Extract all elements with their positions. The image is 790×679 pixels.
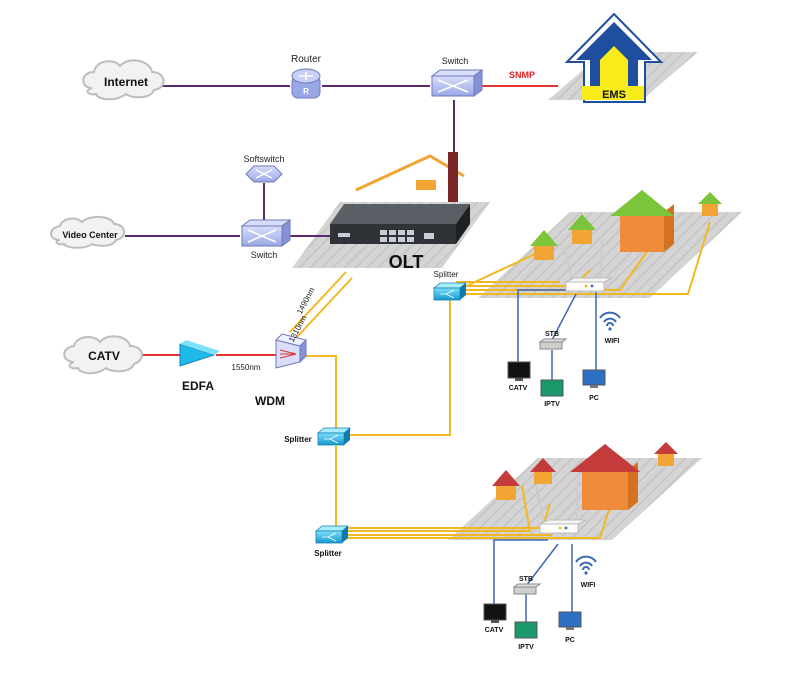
bottom-houses [492,442,678,510]
bottom-wifi-icon: WIFI [575,555,597,589]
house-icon [530,458,556,484]
bottom-catv-tv-icon: CATV [483,603,507,634]
ethernet-links [125,85,455,237]
softswitch-cross-icon [255,169,273,179]
customer-lan-links [493,289,597,622]
router-mark: R [303,87,309,96]
splitter-bottom-node: Splitter [314,525,350,558]
top-pc-label: PC [589,395,599,402]
softswitch-label: Softswitch [243,154,284,164]
router-node: Router R [291,54,322,99]
top-pc-monitor-icon: PC [582,369,606,402]
switch-mid-node: Switch [240,219,292,260]
switch-cross-icon [437,79,469,93]
wdm-label: WDM [255,394,285,408]
edfa-node: EDFA [179,340,220,393]
internet-cloud: Internet [82,59,165,101]
bottom-stb-label: STB [519,576,533,583]
bottom-stb-node: STB [512,576,542,595]
top-ont-router [563,239,613,292]
wdm-node: WDM [255,333,307,408]
video-center-cloud: Video Center [50,216,125,249]
splitter-mid-icon [324,434,339,444]
bottom-pc-monitor-icon: PC [558,611,582,644]
catv-cloud-label: CATV [88,349,120,363]
bottom-customer-platform [448,458,702,540]
splitter-bottom-label: Splitter [314,549,342,558]
splitter-mid-node: Splitter [284,427,352,446]
top-houses [530,190,722,260]
house-icon [530,230,558,260]
splitter-mid-label: Splitter [284,435,312,444]
top-iptv-label: IPTV [544,401,560,408]
splitter-top-node: Splitter [432,270,468,301]
house-icon [570,444,640,510]
switch-top-node: Switch [430,56,484,97]
wdm-coupler-icon [279,349,297,359]
switch-mid-label: Switch [251,250,278,260]
bottom-ont-router [535,477,587,534]
snmp-label: SNMP [509,70,535,80]
top-wifi-label: WIFI [605,338,620,345]
house-icon [654,442,678,466]
catv-cloud: CATV [63,335,143,375]
switch-mid-cross-icon [247,229,277,243]
softswitch-node: Softswitch [243,154,285,183]
internet-label: Internet [104,75,148,89]
bottom-iptv-label: IPTV [518,644,534,651]
house-icon [698,192,722,216]
olt-label: OLT [389,252,424,272]
house-icon [568,214,596,244]
wavelength-1490-label: 1490nm [295,286,317,316]
top-wifi-icon: WIFI [599,311,621,345]
router-label: Router [291,54,322,65]
router-arrows-icon [299,72,313,80]
bottom-iptv-tv-icon: IPTV [514,621,538,651]
top-iptv-tv-icon: IPTV [540,379,564,408]
edfa-label: EDFA [182,379,214,393]
top-catv-label: CATV [509,385,528,392]
ems-label: EMS [602,89,626,101]
bottom-wifi-label: WIFI [581,582,596,589]
house-icon [492,470,520,500]
top-customer-platform [478,212,742,298]
top-stb-node: STB [538,331,568,350]
top-catv-tv-icon: CATV [507,361,531,392]
splitter-top-label: Splitter [434,270,459,279]
olt-device: OLT [330,204,470,272]
olt-port-panel [338,230,434,242]
wavelength-1550-label: 1550nm [232,363,261,372]
splitter-bottom-icon [322,532,337,542]
switch-top-label: Switch [442,56,469,66]
house-icon [610,190,674,252]
bottom-catv-label: CATV [485,627,504,634]
olt-rooftop [355,152,465,202]
bottom-pc-label: PC [565,637,575,644]
top-stb-label: STB [545,331,559,338]
splitter-top-icon [440,289,455,299]
video-center-label: Video Center [62,230,118,240]
ems-node: EMS [564,12,664,103]
